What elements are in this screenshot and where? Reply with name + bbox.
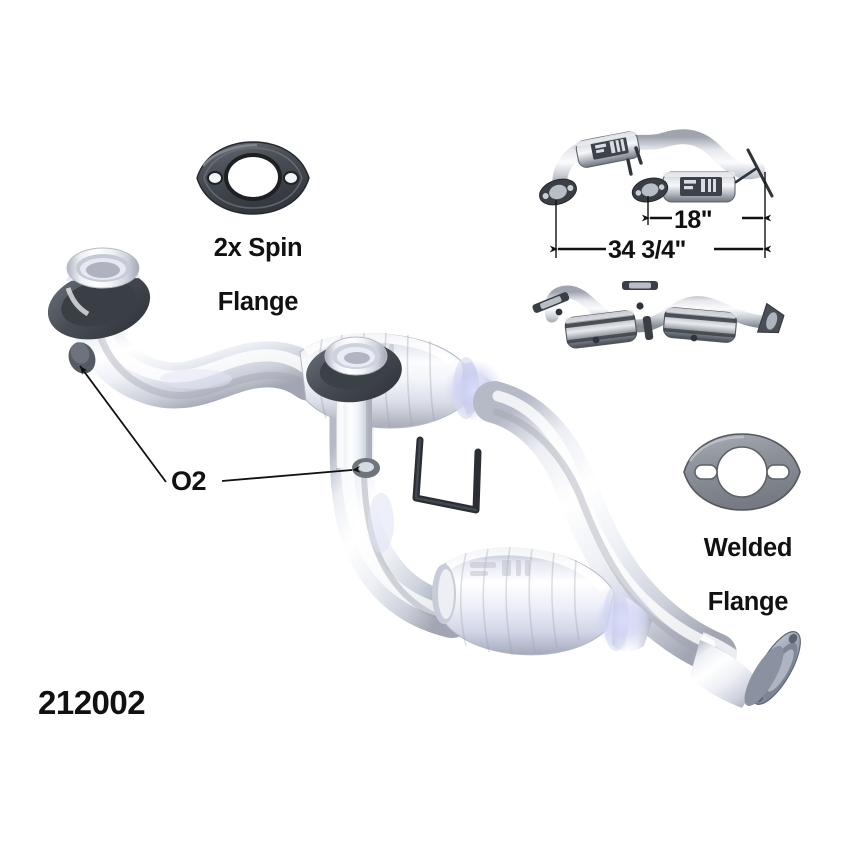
upper-inlet-flange (47, 247, 151, 340)
heat-shield-emboss-lower (470, 560, 530, 576)
dimension-label-18: 18" (674, 206, 713, 234)
welded-flange-label: Welded Flange (648, 508, 848, 616)
welded-flange-label-line2: Flange (707, 588, 789, 617)
dimension-annotations (549, 172, 772, 258)
part-number: 212002 (38, 684, 146, 721)
spin-flange-label-line1: 2x Spin (213, 234, 303, 263)
upper-right-pipe (473, 381, 737, 675)
o2-leader-lines (79, 365, 361, 483)
welded-flange-figure (683, 433, 801, 511)
inset-view-top (539, 129, 774, 206)
lower-catalytic-converter (432, 546, 654, 656)
main-assembly-drawing (47, 247, 801, 708)
spin-flange-label-line2: Flange (217, 288, 299, 317)
spin-flange-figure (196, 141, 310, 215)
outlet-pipe-and-flange (690, 631, 801, 708)
spin-flange-label: 2x Spin Flange (160, 208, 356, 316)
o2-sensor-boss-lower (352, 458, 380, 478)
upper-left-inlet-pipe (69, 285, 333, 409)
o2-sensor-boss-upper (68, 342, 96, 374)
welded-flange-label-line1: Welded (703, 534, 793, 563)
dimension-label-overall: 34 3/4" (608, 236, 686, 264)
inset-view-bottom (532, 281, 785, 349)
o2-sensor-callout-label: O2 (171, 466, 207, 496)
second-inlet-assembly (306, 336, 402, 478)
